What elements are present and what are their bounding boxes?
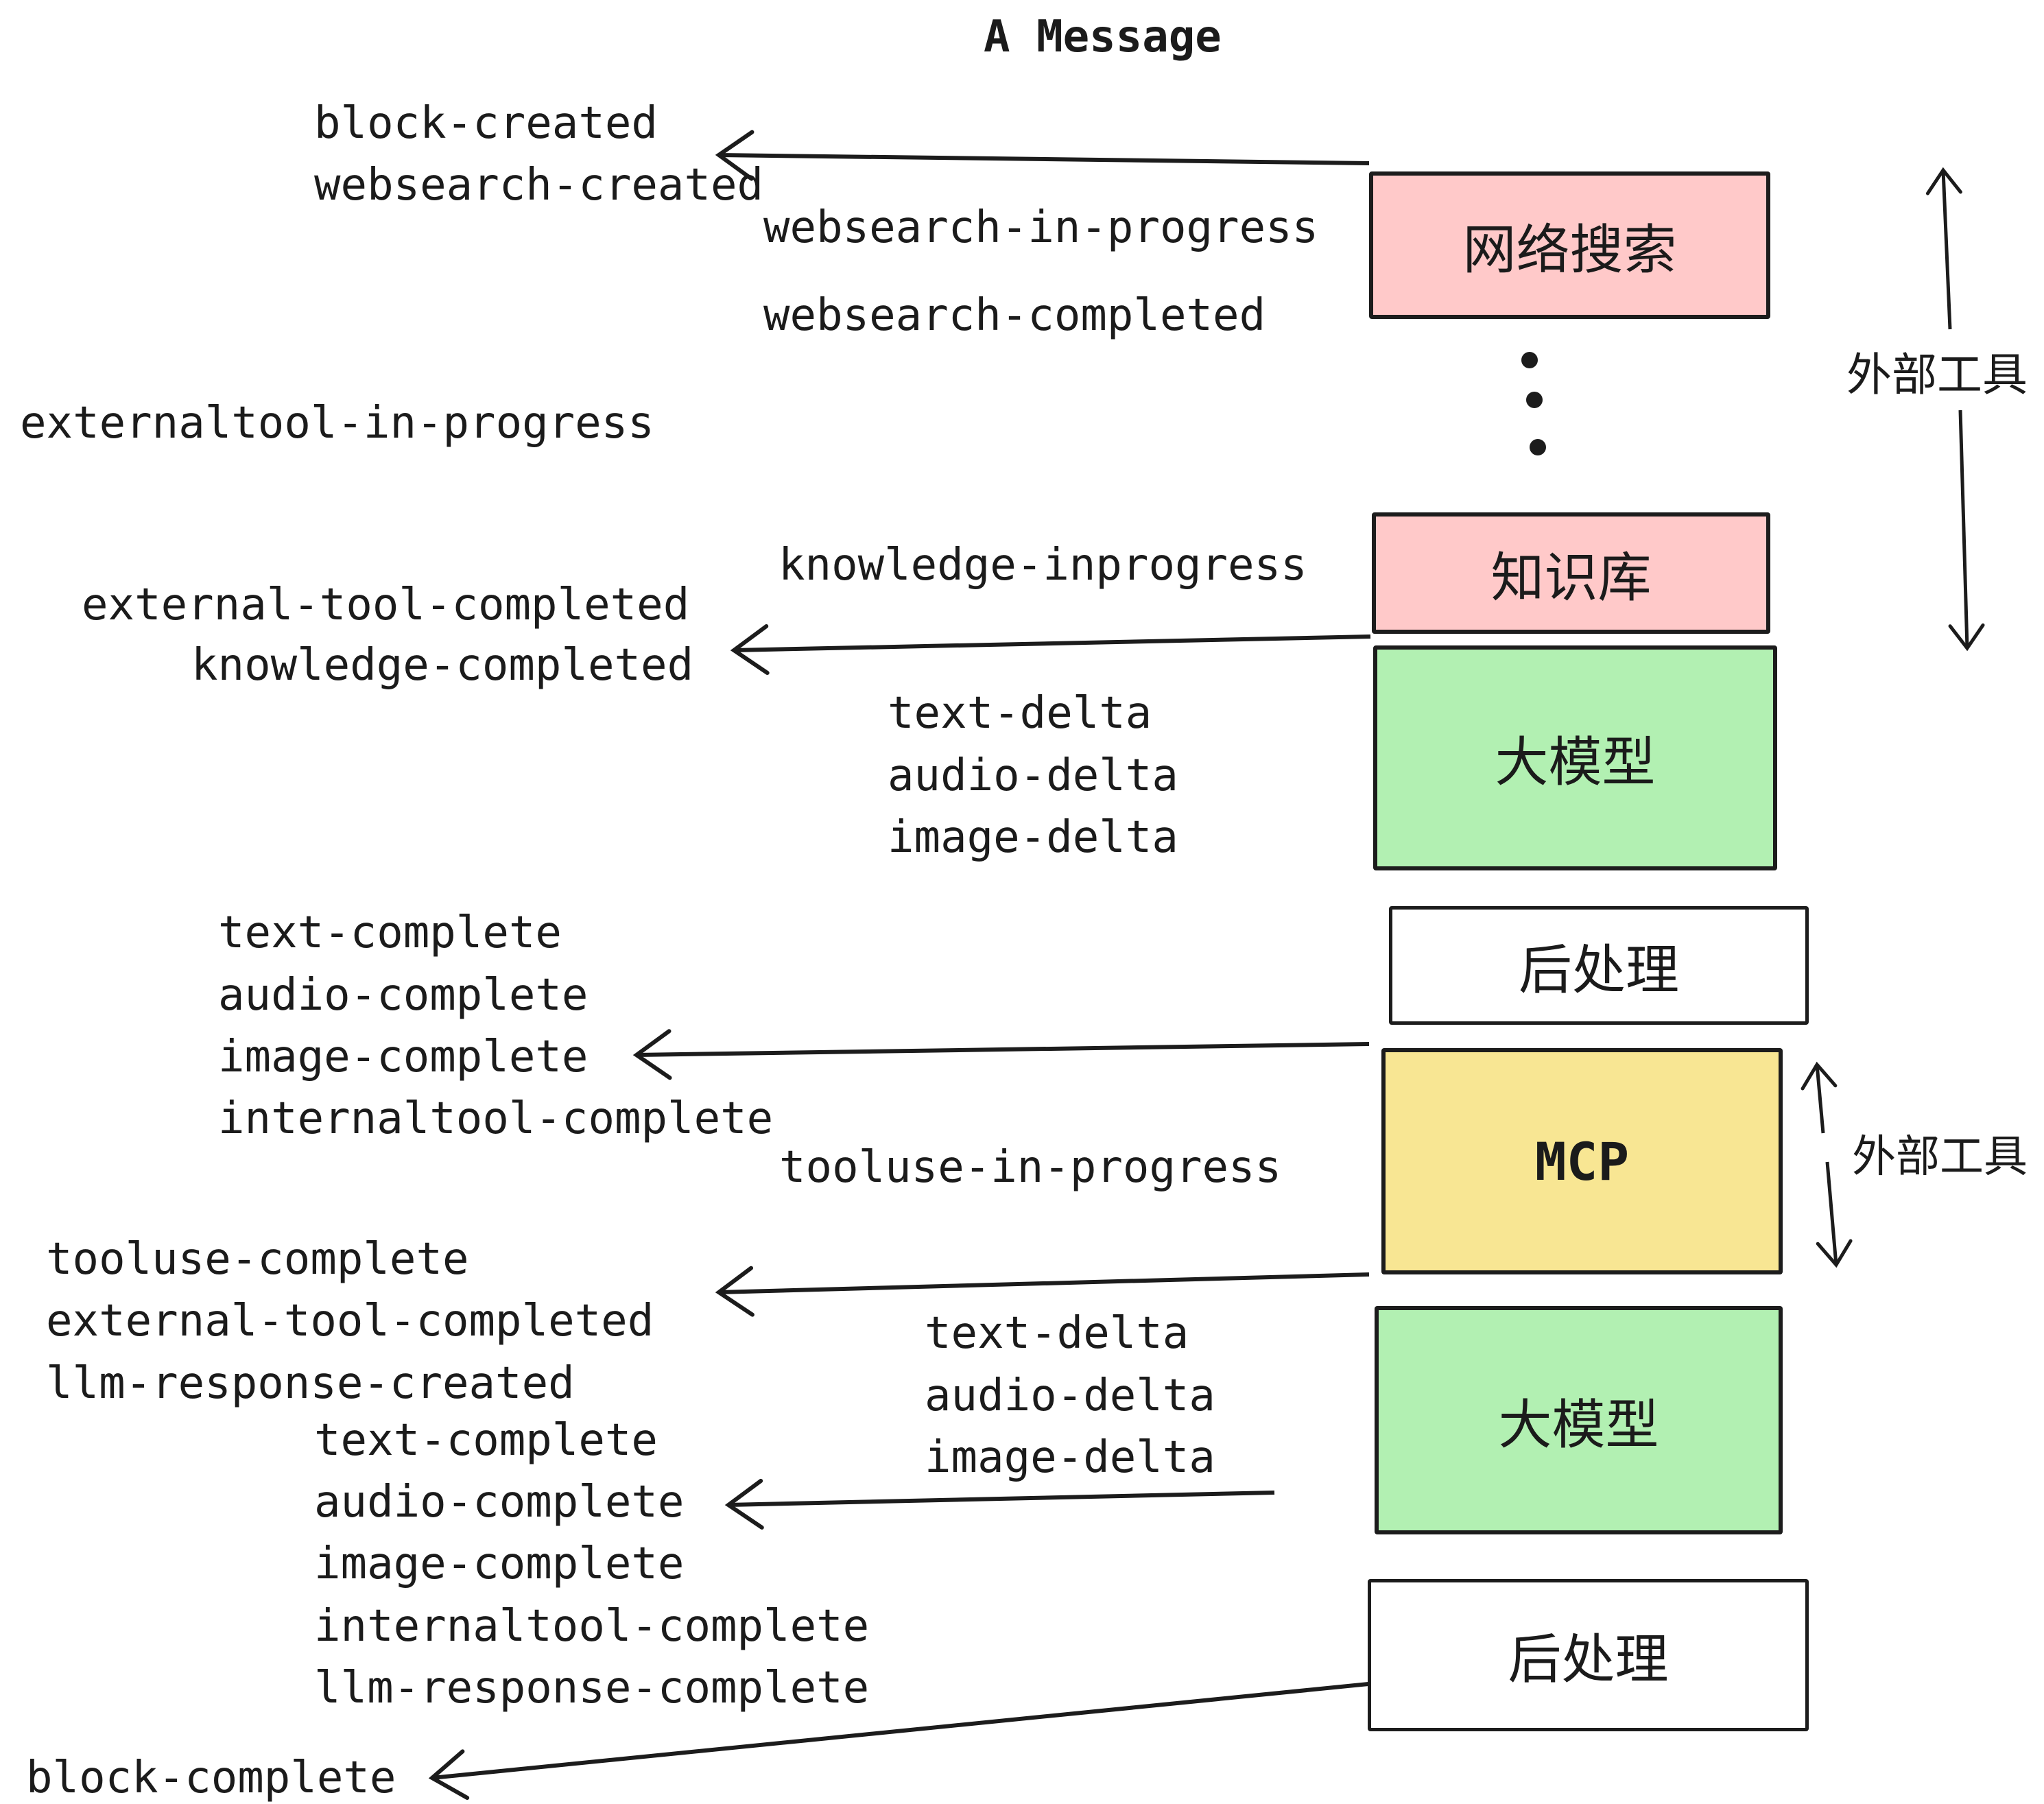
event-external-tool-completed-1: external-tool-completed [82, 580, 690, 630]
box-llm-1-label: 大模型 [1495, 732, 1656, 792]
arrow-audio-complete [724, 1478, 1275, 1530]
event-text-delta-2: text-delta [925, 1308, 1189, 1359]
event-audio-complete-2: audio-complete [314, 1477, 685, 1528]
event-knowledge-inprogress: knowledge-inprogress [779, 540, 1307, 591]
event-tooluse-in-progress: tooluse-in-progress [779, 1142, 1282, 1193]
event-audio-delta-1: audio-delta [888, 750, 1178, 801]
side-label-external-tools-2: 外部工具 [1852, 1132, 2028, 1181]
event-websearch-in-progress: websearch-in-progress [763, 202, 1319, 253]
event-externaltool-in-progress: externaltool-in-progress [20, 398, 654, 449]
box-mcp: MCP [1381, 1048, 1783, 1274]
box-websearch: 网络搜索 [1369, 171, 1770, 319]
event-audio-delta-2: audio-delta [925, 1370, 1215, 1421]
box-knowledge-base-label: 知识库 [1490, 547, 1652, 608]
box-knowledge-base: 知识库 [1372, 512, 1770, 634]
event-llm-response-complete: llm-response-complete [314, 1663, 870, 1713]
event-external-tool-completed-2: external-tool-completed [46, 1296, 654, 1346]
event-internaltool-complete-1: internaltool-complete [218, 1093, 774, 1144]
box-mcp-label: MCP [1534, 1130, 1630, 1192]
event-websearch-completed: websearch-completed [763, 290, 1266, 341]
event-block-complete: block-complete [26, 1753, 396, 1803]
arrow-tooluse-complete [715, 1266, 1370, 1317]
arrow-external-tools-up-1 [1925, 167, 1962, 330]
event-text-complete-2: text-complete [314, 1415, 658, 1466]
ellipsis-dots [1521, 352, 1546, 455]
arrow-image-complete [632, 1029, 1370, 1080]
box-llm-2-label: 大模型 [1498, 1394, 1659, 1455]
event-text-delta-1: text-delta [888, 688, 1152, 739]
box-post-processing-2: 后处理 [1368, 1579, 1809, 1731]
arrow-external-tools-down-2 [1816, 1161, 1853, 1268]
event-text-complete-1: text-complete [218, 907, 562, 958]
event-internaltool-complete-2: internaltool-complete [314, 1601, 870, 1652]
event-audio-complete-1: audio-complete [218, 970, 589, 1021]
side-label-external-tools-1: 外部工具 [1846, 349, 2028, 400]
box-post-processing-1-label: 后处理 [1518, 939, 1679, 1000]
event-block-created: block-created [314, 98, 658, 149]
arrow-knowledge-completed [730, 624, 1371, 675]
event-tooluse-complete: tooluse-complete [46, 1234, 469, 1285]
event-image-complete-1: image-complete [218, 1032, 589, 1082]
arrow-websearch-created [715, 130, 1370, 181]
box-llm-1: 大模型 [1373, 645, 1777, 870]
box-websearch-label: 网络搜索 [1462, 219, 1677, 280]
box-post-processing-2-label: 后处理 [1508, 1629, 1669, 1689]
arrow-external-tools-down-1 [1948, 410, 1985, 652]
event-knowledge-completed: knowledge-completed [191, 640, 694, 691]
event-llm-response-created: llm-response-created [46, 1358, 575, 1409]
event-image-delta-2: image-delta [925, 1432, 1215, 1483]
event-image-delta-1: image-delta [888, 812, 1178, 863]
diagram-title: A Message [984, 12, 1222, 62]
arrow-external-tools-up-2 [1801, 1061, 1838, 1134]
box-llm-2: 大模型 [1375, 1306, 1783, 1534]
event-websearch-created: websearch-created [314, 160, 764, 211]
box-post-processing-1: 后处理 [1389, 906, 1809, 1025]
event-image-complete-2: image-complete [314, 1539, 685, 1589]
